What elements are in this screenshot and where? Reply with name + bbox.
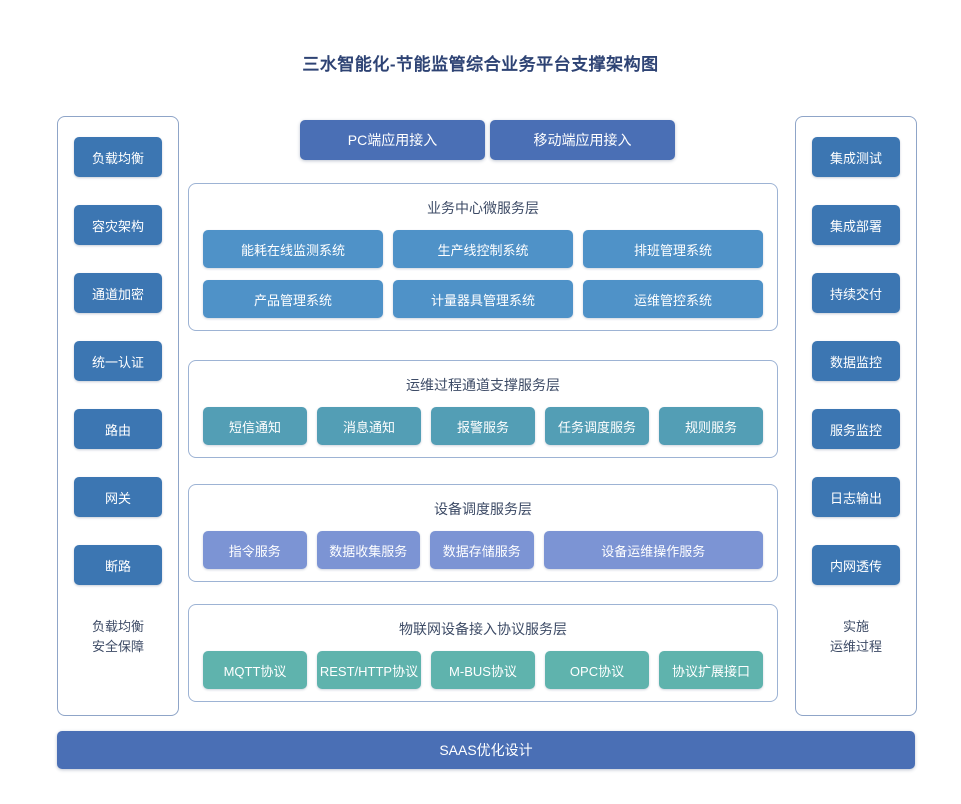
sidebar-item-label: 负载均衡 — [91, 150, 144, 166]
service-label: 设备运维操作服务 — [601, 543, 706, 559]
sidebar-item-label: 持续交付 — [829, 286, 882, 302]
right-column-footer-line1: 实施 — [842, 619, 869, 634]
service-label: 消息通知 — [342, 419, 395, 435]
service-cell[interactable]: 规则服务 — [659, 407, 763, 445]
layer-title: 业务中心微服务层 — [427, 200, 539, 216]
layer-row: 短信通知 消息通知 报警服务 任务调度服务 规则服务 — [203, 407, 763, 457]
service-cell[interactable]: 数据收集服务 — [316, 531, 421, 569]
sidebar-item-label: 网关 — [104, 490, 131, 506]
sidebar-item-right-6[interactable]: 内网透传 — [812, 545, 900, 585]
service-label: 生产线控制系统 — [437, 242, 529, 258]
saas-optimization-bar[interactable]: SAAS优化设计 — [57, 731, 915, 769]
sidebar-item-label: 统一认证 — [91, 354, 144, 370]
layer-business-microservice: 业务中心微服务层 能耗在线监测系统 生产线控制系统 排班管理系统 产品管理系统 … — [188, 183, 778, 331]
sidebar-item-left-3[interactable]: 统一认证 — [74, 341, 162, 381]
left-column-footer: 负载均衡 安全保障 — [92, 617, 144, 657]
sidebar-item-left-2[interactable]: 通道加密 — [74, 273, 162, 313]
service-cell[interactable]: 数据存储服务 — [430, 531, 534, 569]
service-label: 数据存储服务 — [442, 543, 521, 559]
service-cell[interactable]: 能耗在线监测系统 — [203, 230, 383, 268]
sidebar-item-left-4[interactable]: 路由 — [74, 409, 162, 449]
service-cell[interactable]: 消息通知 — [317, 407, 421, 445]
layer-title: 运维过程通道支撑服务层 — [406, 377, 560, 393]
right-column-footer-line2: 运维过程 — [829, 639, 882, 654]
service-cell[interactable]: 产品管理系统 — [203, 280, 383, 318]
left-capability-column: 负载均衡 容灾架构 通道加密 统一认证 路由 网关 断路 负载均衡 安全保障 — [57, 116, 179, 716]
service-cell[interactable]: 报警服务 — [431, 407, 535, 445]
service-label: 运维管控系统 — [633, 292, 712, 308]
sidebar-item-label: 日志输出 — [829, 490, 882, 506]
service-label: 任务调度服务 — [557, 419, 636, 435]
service-cell[interactable]: 协议扩展接口 — [659, 651, 763, 689]
service-cell[interactable]: 运维管控系统 — [583, 280, 763, 318]
left-column-footer-line2: 安全保障 — [91, 639, 144, 654]
service-cell[interactable]: MQTT协议 — [203, 651, 307, 689]
sidebar-item-right-4[interactable]: 服务监控 — [812, 409, 900, 449]
service-label: 排班管理系统 — [633, 242, 712, 258]
pc-access-bar[interactable]: PC端应用接入 — [300, 120, 485, 160]
sidebar-item-right-1[interactable]: 集成部署 — [812, 205, 900, 245]
right-column-footer: 实施 运维过程 — [830, 617, 882, 657]
sidebar-item-left-6[interactable]: 断路 — [74, 545, 162, 585]
service-label: 指令服务 — [228, 543, 281, 559]
service-label: 数据收集服务 — [329, 543, 408, 559]
left-column-footer-line1: 负载均衡 — [91, 619, 144, 634]
layer-row: 指令服务 数据收集服务 数据存储服务 设备运维操作服务 — [203, 531, 763, 581]
pc-access-label: PC端应用接入 — [347, 132, 438, 148]
sidebar-item-left-5[interactable]: 网关 — [74, 477, 162, 517]
mobile-access-label: 移动端应用接入 — [533, 132, 632, 148]
service-cell[interactable]: 生产线控制系统 — [393, 230, 573, 268]
right-capability-column: 集成测试 集成部署 持续交付 数据监控 服务监控 日志输出 内网透传 实施 运维… — [795, 116, 917, 716]
saas-label: SAAS优化设计 — [439, 742, 533, 758]
service-label: REST/HTTP协议 — [319, 663, 419, 679]
service-cell[interactable]: M-BUS协议 — [431, 651, 535, 689]
layer-title: 物联网设备接入协议服务层 — [399, 621, 567, 637]
sidebar-item-right-5[interactable]: 日志输出 — [812, 477, 900, 517]
sidebar-item-right-0[interactable]: 集成测试 — [812, 137, 900, 177]
service-cell[interactable]: 指令服务 — [203, 531, 307, 569]
service-label: 计量器具管理系统 — [430, 292, 535, 308]
sidebar-item-label: 集成部署 — [829, 218, 882, 234]
sidebar-item-left-0[interactable]: 负载均衡 — [74, 137, 162, 177]
sidebar-item-right-3[interactable]: 数据监控 — [812, 341, 900, 381]
service-label: 短信通知 — [228, 419, 281, 435]
service-cell[interactable]: 设备运维操作服务 — [543, 531, 763, 569]
sidebar-item-label: 容灾架构 — [91, 218, 144, 234]
service-cell[interactable]: REST/HTTP协议 — [317, 651, 421, 689]
sidebar-item-label: 集成测试 — [829, 150, 882, 166]
service-label: OPC协议 — [569, 663, 625, 679]
service-label: 产品管理系统 — [253, 292, 332, 308]
service-label: 协议扩展接口 — [671, 663, 750, 679]
service-cell[interactable]: OPC协议 — [545, 651, 649, 689]
sidebar-item-label: 通道加密 — [91, 286, 144, 302]
layer-iot-protocol: 物联网设备接入协议服务层 MQTT协议 REST/HTTP协议 M-BUS协议 … — [188, 604, 778, 702]
service-cell[interactable]: 计量器具管理系统 — [393, 280, 573, 318]
sidebar-item-label: 数据监控 — [829, 354, 882, 370]
service-label: 能耗在线监测系统 — [240, 242, 345, 258]
service-cell[interactable]: 排班管理系统 — [583, 230, 763, 268]
layer-row: 产品管理系统 计量器具管理系统 运维管控系统 — [203, 280, 763, 330]
service-cell[interactable]: 任务调度服务 — [545, 407, 649, 445]
layer-title: 设备调度服务层 — [434, 501, 532, 517]
layer-ops-channel-support: 运维过程通道支撑服务层 短信通知 消息通知 报警服务 任务调度服务 规则服务 — [188, 360, 778, 458]
service-label: 报警服务 — [456, 419, 509, 435]
service-label: 规则服务 — [684, 419, 737, 435]
sidebar-item-label: 路由 — [104, 422, 131, 438]
service-label: MQTT协议 — [223, 663, 287, 679]
layer-row: 能耗在线监测系统 生产线控制系统 排班管理系统 — [203, 230, 763, 280]
layer-device-scheduling: 设备调度服务层 指令服务 数据收集服务 数据存储服务 设备运维操作服务 — [188, 484, 778, 582]
service-cell[interactable]: 短信通知 — [203, 407, 307, 445]
sidebar-item-label: 断路 — [104, 558, 131, 574]
sidebar-item-label: 服务监控 — [829, 422, 882, 438]
sidebar-item-right-2[interactable]: 持续交付 — [812, 273, 900, 313]
mobile-access-bar[interactable]: 移动端应用接入 — [490, 120, 675, 160]
layer-row: MQTT协议 REST/HTTP协议 M-BUS协议 OPC协议 协议扩展接口 — [203, 651, 763, 701]
service-label: M-BUS协议 — [449, 663, 517, 679]
sidebar-item-label: 内网透传 — [829, 558, 882, 574]
sidebar-item-left-1[interactable]: 容灾架构 — [74, 205, 162, 245]
page-title: 三水智能化-节能监管综合业务平台支撑架构图 — [302, 55, 659, 74]
